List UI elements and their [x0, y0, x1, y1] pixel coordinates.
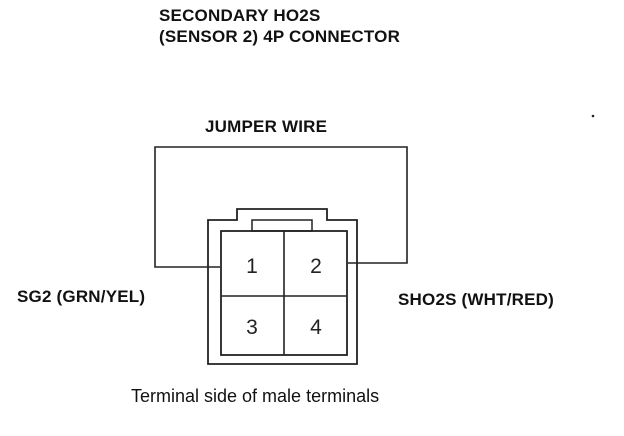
- diagram-caption: Terminal side of male terminals: [131, 386, 380, 406]
- jumper-wire-label: JUMPER WIRE: [205, 117, 328, 136]
- pin-4-label: 4: [310, 316, 322, 339]
- connector-latch: [251, 219, 313, 232]
- diagram-title-line-2: (SENSOR 2) 4P CONNECTOR: [159, 27, 401, 46]
- pin-3-label: 3: [246, 316, 258, 339]
- jumper-wire: [154, 146, 408, 268]
- pin-2-label: 2: [310, 255, 322, 278]
- pin-1-label: 1: [246, 255, 258, 278]
- right-terminal-label: SHO2S (WHT/RED): [398, 290, 554, 309]
- diagram-title-line-1: SECONDARY HO2S: [159, 6, 321, 25]
- connector-housing: [207, 208, 358, 365]
- stray-dot: [591, 114, 595, 118]
- left-terminal-label: SG2 (GRN/YEL): [17, 287, 146, 306]
